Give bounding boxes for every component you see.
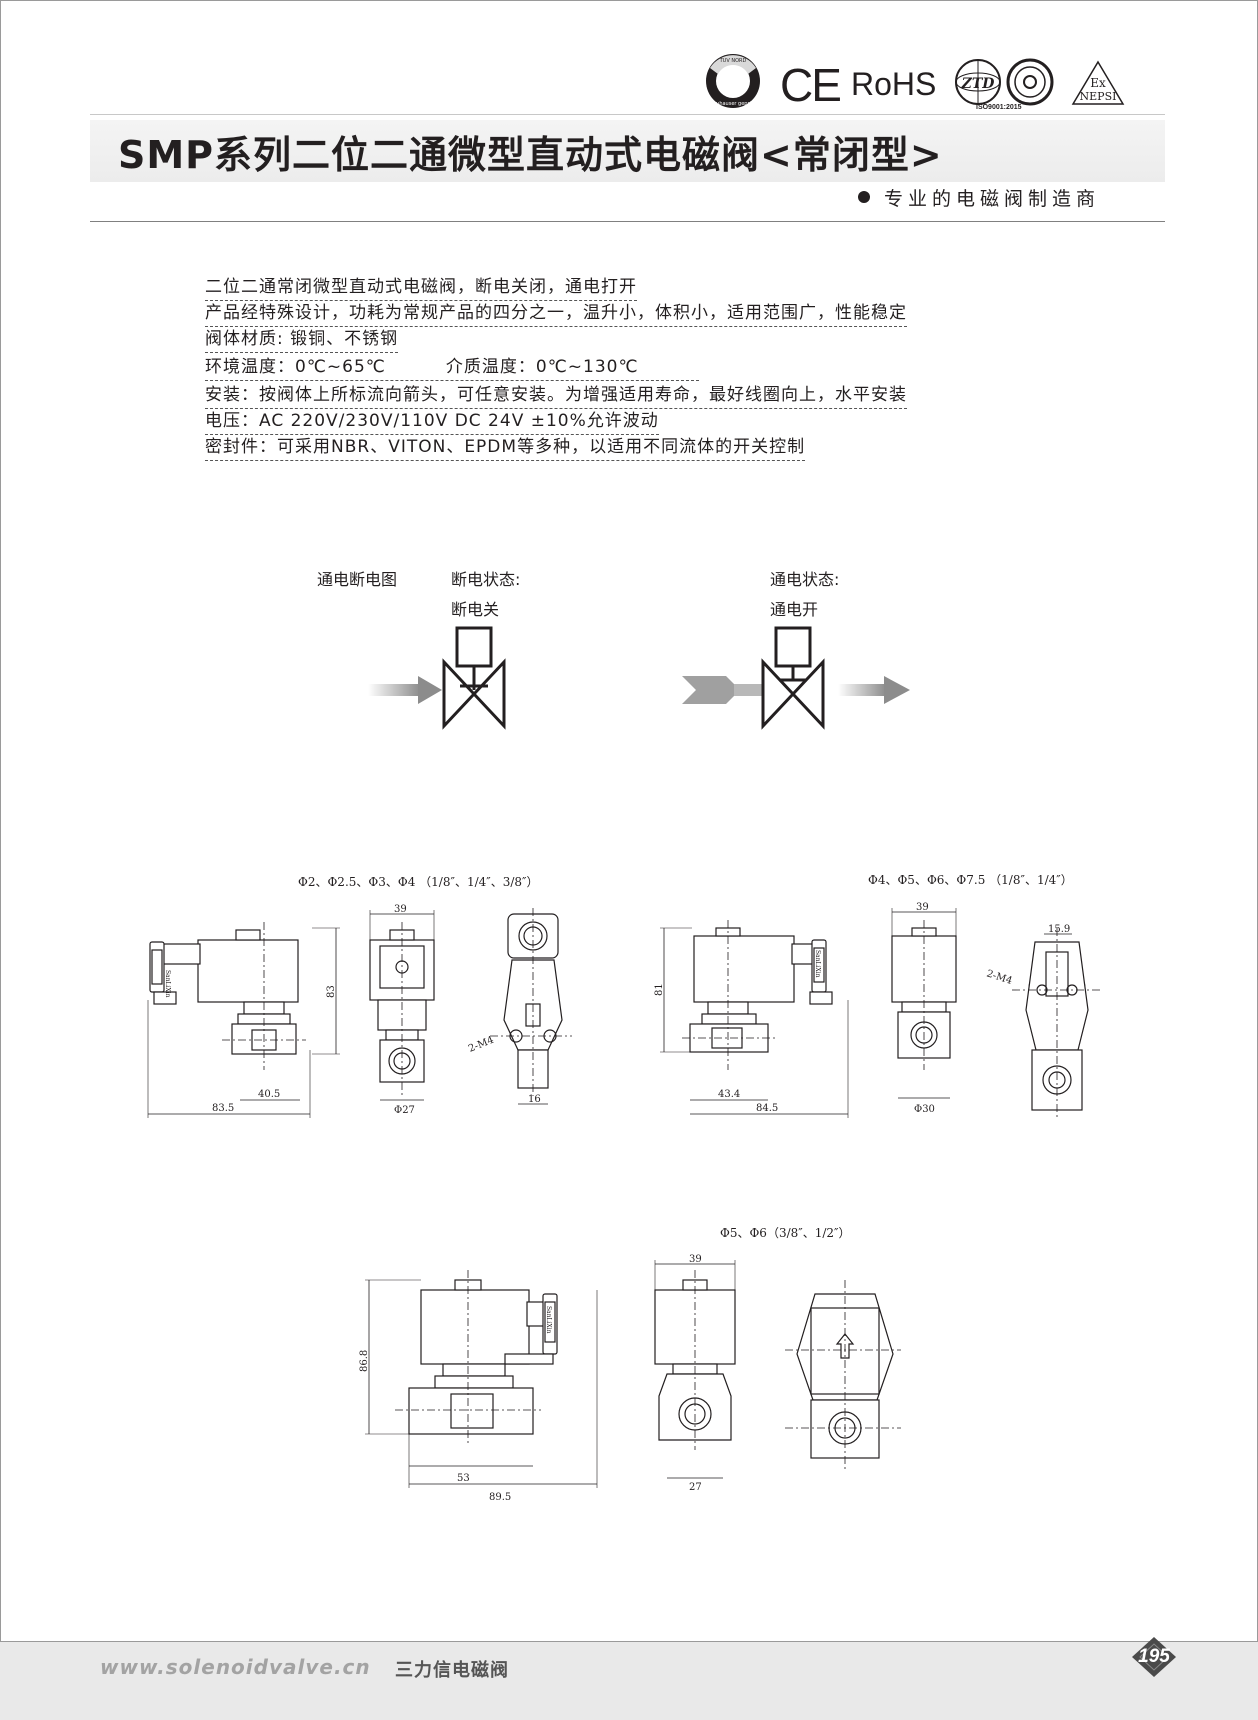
svg-text:Φ27: Φ27: [394, 1105, 415, 1116]
svg-text:39: 39: [394, 904, 407, 915]
inflow-arrow-on: [682, 676, 762, 704]
valve-symbol-open: [761, 626, 825, 730]
svg-text:84.5: 84.5: [756, 1103, 778, 1114]
g3-top-view: [785, 1280, 901, 1470]
iso-label: ISO9001:2015: [976, 104, 1022, 111]
header-rule: [90, 221, 1165, 222]
g2-front-view: 84.5 43.4 81 SanLiXin: [654, 920, 849, 1118]
svg-text:83: 83: [326, 985, 337, 998]
desc-line-2: 产品经特殊设计，功耗为常规产品的四分之一，温升小，体积小，适用范围广，性能稳定: [205, 302, 907, 327]
svg-text:TUV NORD: TUV NORD: [719, 58, 747, 64]
g2-top-view: 15.9 2-M4: [985, 924, 1102, 1120]
svg-text:39: 39: [689, 1254, 702, 1265]
svg-text:40.5: 40.5: [258, 1089, 280, 1100]
svg-text:2-M4: 2-M4: [467, 1035, 496, 1055]
ce-mark: CE: [780, 59, 842, 111]
medium-temp: 介质温度：0℃~130℃: [445, 357, 639, 377]
desc-line-7: 密封件：可采用NBR、VITON、EPDM等多种，以适用不同流体的开关控制: [205, 436, 806, 461]
svg-text:SanLiXin: SanLiXin: [164, 970, 171, 998]
outflow-arrow-on: [838, 676, 910, 704]
ex-nepsi-logo: Ex NEPSI: [1071, 60, 1125, 105]
desc-line-6: 电压：AC 220V/230V/110V DC 24V ±10%允许波动: [205, 410, 659, 435]
footer-brand: 三力信电磁阀: [395, 1660, 509, 1681]
g3-front-view: 89.5 53 86.8 SanLiXin: [359, 1270, 598, 1503]
page-title: SMP系列二位二通微型直动式电磁阀<常闭型>: [118, 133, 943, 177]
svg-text:83.5: 83.5: [212, 1103, 234, 1114]
desc-line-5: 安装：按阀体上所标流向箭头，可任意安装。为增强适用寿命，最好线圈向上，水平安装: [205, 384, 907, 409]
title-top-rule: [90, 114, 1165, 115]
drawing-group-1: 83.5 40.5 83 SanLiXin 39 Φ27 16 2-M4: [147, 904, 572, 1118]
off-state-desc: 断电关: [451, 600, 500, 619]
group1-spec: Φ2、Φ2.5、Φ3、Φ4 （1/8″、1/4″、3/8″）: [298, 875, 539, 889]
svg-text:86.8: 86.8: [359, 1350, 370, 1372]
drawing-group-2: 84.5 43.4 81 SanLiXin 39 Φ30 15.9 2-M4: [654, 902, 1102, 1120]
inflow-arrow-off: [368, 676, 442, 704]
svg-text:ZTD: ZTD: [961, 76, 996, 92]
bullet-dot: [858, 191, 870, 203]
operation-diagram: [368, 626, 910, 730]
operation-title: 通电断电图: [317, 570, 398, 589]
svg-text:Ex: Ex: [1090, 76, 1106, 90]
g2-side-view: 39 Φ30: [891, 902, 957, 1115]
title-band: [90, 120, 1165, 182]
slogan: 专业的电磁阀制造商: [884, 188, 1101, 210]
valve-symbol-closed: [442, 626, 506, 730]
rohs-mark: RoHS: [851, 66, 937, 102]
desc-line-1: 二位二通常闭微型直动式电磁阀，断电关闭，通电打开: [205, 276, 637, 301]
desc-line-3: 阀体材质: 锻铜、不锈钢: [205, 328, 399, 353]
svg-text:16: 16: [528, 1094, 541, 1105]
svg-text:2-M4: 2-M4: [985, 968, 1013, 987]
svg-text:SanLiXin: SanLiXin: [545, 1306, 552, 1334]
svg-text:81: 81: [654, 983, 665, 996]
svg-text:43.4: 43.4: [718, 1089, 740, 1100]
svg-text:Bauhauser geprüft: Bauhauser geprüft: [710, 101, 757, 107]
footer-url[interactable]: www.solenoidvalve.cn: [100, 1655, 371, 1679]
svg-text:89.5: 89.5: [489, 1492, 511, 1503]
g1-side-view: 39 Φ27: [369, 904, 435, 1116]
svg-text:53: 53: [457, 1473, 470, 1484]
desc-line-4: 环境温度：0℃~65℃ 介质温度：0℃~130℃: [205, 356, 699, 381]
ztd-logo: ZTD: [955, 58, 1054, 106]
svg-text:SanLiXin: SanLiXin: [814, 950, 821, 978]
g3-side-view: 39 27: [654, 1254, 736, 1493]
group3-spec: Φ5、Φ6（3/8″、1/2″）: [720, 1226, 851, 1240]
on-state-desc: 通电开: [770, 600, 819, 619]
on-state-label: 通电状态:: [770, 570, 840, 589]
svg-text:15.9: 15.9: [1048, 924, 1070, 935]
svg-text:27: 27: [689, 1482, 702, 1493]
g1-top-view: 16 2-M4: [467, 908, 572, 1105]
drawing-group-3: 89.5 53 86.8 SanLiXin 39 27: [359, 1254, 901, 1503]
off-state-label: 断电状态:: [451, 570, 521, 589]
g1-front-view: 83.5 40.5 83 SanLiXin: [147, 922, 340, 1118]
svg-text:Φ30: Φ30: [914, 1104, 935, 1115]
page-number: 195: [1138, 1646, 1170, 1667]
group2-spec: Φ4、Φ5、Φ6、Φ7.5 （1/8″、1/4″）: [868, 873, 1073, 887]
svg-text:39: 39: [916, 902, 929, 913]
svg-text:NEPSI: NEPSI: [1080, 90, 1117, 103]
ambient-temp: 环境温度：0℃~65℃: [205, 357, 386, 377]
page-number-badge: [1132, 1637, 1176, 1677]
tuv-logo: TUV NORD Bauhauser geprüft: [706, 54, 760, 108]
footer-bar: [0, 1641, 1258, 1720]
